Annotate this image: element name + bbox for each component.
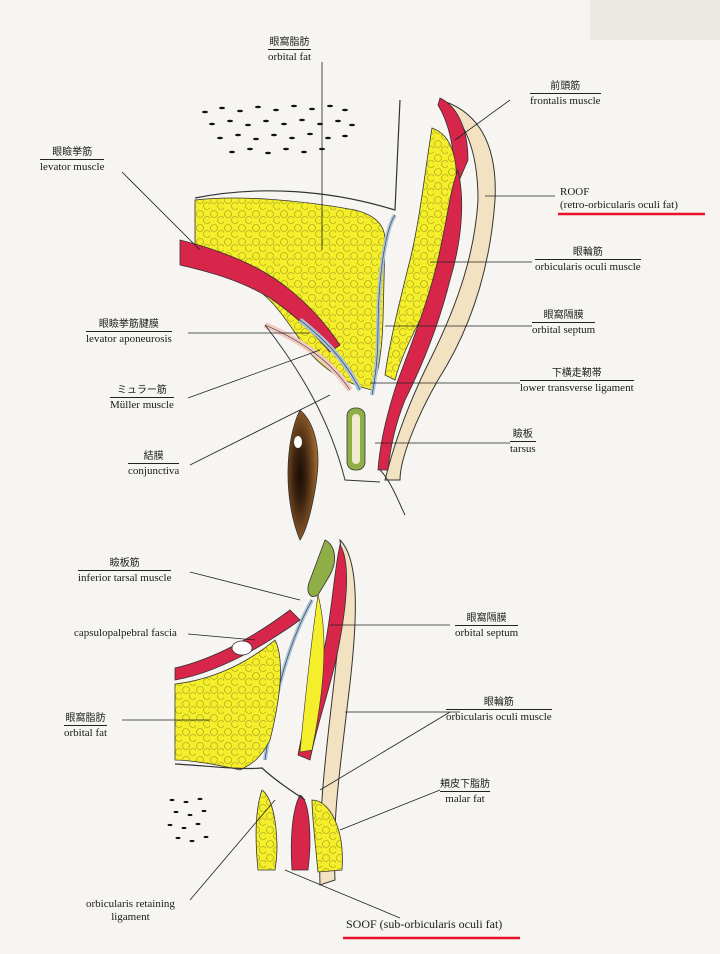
levator-muscle: [179, 239, 341, 353]
orbital-septum-lower-en: orbital septum: [455, 625, 519, 639]
capsulopalpebral-en: capsulopalpebral fascia: [74, 627, 177, 639]
orbicularis-upper: [377, 168, 463, 471]
label-orbital-fat-lower: 眼窩脂肪 orbital fat: [64, 712, 108, 740]
orbital-fat-top-jp: 眼窩脂肪: [269, 37, 310, 48]
bone-stipple-upper: [202, 104, 355, 155]
label-capsulopalpebral: capsulopalpebral fascia: [74, 627, 177, 640]
label-malar-fat: 頬皮下脂肪 malar fat: [440, 778, 490, 806]
soof-en: SOOF (sub-orbicularis oculi fat): [346, 917, 503, 931]
label-orbital-septum-upper: 眼窩隔膜 orbital septum: [532, 309, 596, 337]
leader-lines: [121, 62, 555, 919]
label-roof: ROOF (retro-orbicularis oculi fat): [560, 186, 678, 212]
upper-skin: [384, 99, 496, 481]
inferior-tarsal-jp: 瞼板筋: [109, 558, 140, 569]
orbital-septum-upper-en: orbital septum: [532, 322, 596, 336]
label-inferior-tarsal: 瞼板筋 inferior tarsal muscle: [78, 557, 172, 585]
bone-stipple-lower: [167, 797, 209, 843]
orbital-septum-upper-jp: 眼窩隔膜: [543, 310, 584, 321]
muller-en: Müller muscle: [110, 397, 174, 411]
malar-fat-en: malar fat: [440, 791, 490, 806]
orbicularis-upper-en: orbicularis oculi muscle: [535, 259, 641, 273]
malar-fat-jp: 頬皮下脂肪: [440, 779, 490, 790]
levator-en: levator muscle: [40, 159, 105, 173]
label-muller: ミュラー筋 Müller muscle: [110, 384, 174, 412]
tarsus-jp: 瞼板: [512, 429, 533, 440]
orbicularis-retaining-line2: ligament: [111, 911, 150, 923]
orbicularis-upper-jp: 眼輪筋: [572, 247, 603, 258]
roof-title: ROOF: [560, 186, 590, 198]
label-orbicularis-lower: 眼輪筋 orbicularis oculi muscle: [446, 696, 552, 724]
inferior-tarsal-en: inferior tarsal muscle: [78, 570, 172, 584]
roof-subtitle: (retro-orbicularis oculi fat): [560, 199, 678, 211]
frontalis-jp: 前頭筋: [550, 81, 581, 92]
label-frontalis: 前頭筋 frontalis muscle: [530, 80, 601, 108]
tarsus-en: tarsus: [510, 441, 536, 455]
label-orbicularis-retaining: orbicularis retaining ligament: [86, 898, 175, 924]
levator-jp: 眼瞼挙筋: [52, 147, 93, 158]
levator-aponeurosis-en: levator aponeurosis: [86, 331, 172, 345]
frontalis-en: frontalis muscle: [530, 93, 601, 107]
orbicularis-retaining-line1: orbicularis retaining: [86, 898, 175, 910]
label-levator: 眼瞼挙筋 levator muscle: [40, 146, 105, 174]
label-levator-aponeurosis: 眼瞼挙筋腱膜 levator aponeurosis: [86, 318, 172, 346]
lower-transverse-jp: 下横走靭帯: [551, 368, 602, 379]
orbicularis-lower-jp: 眼輪筋: [483, 697, 514, 708]
label-orbital-fat-top: 眼窩脂肪 orbital fat: [268, 36, 312, 64]
label-soof: SOOF (sub-orbicularis oculi fat): [346, 918, 502, 931]
conjunctiva-jp: 結膜: [143, 451, 164, 462]
orbital-fat-lower-en: orbital fat: [64, 725, 108, 739]
orbital-fat-lower-jp: 眼窩脂肪: [65, 713, 106, 724]
orbital-fat-top-en: orbital fat: [268, 49, 312, 63]
label-orbital-septum-lower: 眼窩隔膜 orbital septum: [455, 612, 519, 640]
orbicularis-lower-en: orbicularis oculi muscle: [446, 709, 552, 723]
levator-aponeurosis-jp: 眼瞼挙筋腱膜: [98, 319, 159, 330]
muller-jp: ミュラー筋: [116, 385, 167, 396]
label-tarsus: 瞼板 tarsus: [510, 428, 536, 456]
conjunctiva-en: conjunctiva: [128, 463, 180, 477]
label-conjunctiva: 結膜 conjunctiva: [128, 450, 180, 478]
label-lower-transverse: 下横走靭帯 lower transverse ligament: [520, 367, 634, 395]
lower-transverse-en: lower transverse ligament: [520, 380, 634, 394]
label-orbicularis-upper: 眼輪筋 orbicularis oculi muscle: [535, 246, 641, 274]
orbital-septum-lower-jp: 眼窩隔膜: [466, 613, 507, 624]
